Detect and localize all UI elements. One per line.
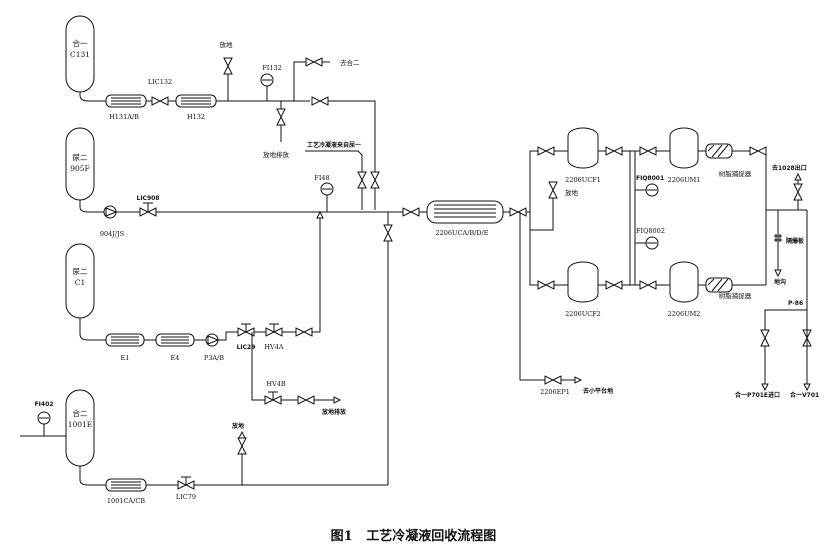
vessel-ucf1	[567, 127, 599, 169]
ucf2-label: 2206UCF2	[565, 310, 601, 318]
vessel-905f-line2: 905F	[70, 164, 90, 173]
vessel-c1-line1: 尿二	[73, 267, 88, 276]
exchanger-e4	[155, 333, 195, 347]
figure-number: 图1	[330, 529, 353, 544]
um2-label: 2206UM2	[668, 310, 701, 318]
vessel-c131: 合一 C131	[65, 15, 95, 93]
uca-label: 2206UCA/B/D/E	[436, 229, 489, 237]
to-p701e-label: 合一P701E进口	[735, 391, 780, 399]
vessel-905f-line1: 尿二	[73, 153, 88, 162]
hv4a-tag: HV4A	[264, 343, 283, 351]
p3a-label: P3A/B	[204, 354, 224, 362]
blind-label: 隔爆板	[786, 237, 805, 245]
vent-label-1: 放地	[220, 40, 234, 49]
vessel-c1-line2: C1	[75, 278, 86, 287]
vessel-1001e-line2: 1001E	[68, 420, 93, 429]
hv4b-tag: HV4B	[266, 380, 285, 388]
fi132-tag: FI132	[262, 64, 281, 72]
vessel-905f: 尿二 905F	[65, 127, 95, 201]
trench-label: 地沟	[774, 278, 786, 286]
to-v701-label: 合一V701	[790, 391, 819, 399]
fi48-tag: FI48	[314, 174, 329, 182]
vessel-c1: 尿二 C1	[65, 243, 95, 319]
vessel-c131-line1: 合一	[73, 38, 88, 48]
ep1-tag: 2206EP1	[540, 388, 570, 396]
vent-label-3: 放地	[565, 188, 579, 197]
vessel-um1	[669, 127, 699, 169]
exchanger-1001ca	[105, 478, 147, 492]
pump904-label: 904J/JS	[100, 230, 124, 238]
h131-label: H131A/B	[109, 113, 139, 121]
exchanger-e1	[105, 333, 145, 347]
lic908-tag: LIC908	[137, 195, 160, 202]
vessel-um2	[669, 261, 699, 303]
drain-label-2: 放地排放	[321, 408, 347, 416]
resin1-label: 树脂捕捉器	[719, 169, 752, 178]
pump-p3a	[205, 333, 220, 347]
vessel-ucf2	[567, 261, 599, 303]
resin2-label: 树脂捕捉器	[719, 291, 752, 300]
exchanger-uca	[426, 200, 504, 224]
exchanger-h132	[175, 94, 217, 108]
pump-904	[103, 205, 118, 219]
figure-title: 工艺冷凝液回收流程图	[366, 529, 497, 544]
to-he2-label: 去合二	[340, 58, 360, 67]
resin-catcher-1	[705, 143, 733, 159]
vent-label-2: 放地	[231, 422, 244, 430]
lic79-tag: LIC79	[176, 493, 196, 501]
vessel-1001e-line1: 合二	[73, 408, 88, 418]
to-1028-label: 去1028出口	[772, 164, 807, 172]
from-urea-label: 工艺冷凝液来自尿一	[307, 141, 361, 149]
vessel-1001e: 合二 1001E	[65, 389, 95, 467]
p86-tag: P-86	[788, 300, 803, 307]
drain-label-1: 放地排放	[263, 150, 290, 159]
lic132-tag: LIC132	[148, 78, 172, 86]
vessel-c131-line2: C131	[70, 50, 90, 59]
um1-label: 2206UM1	[668, 176, 701, 184]
lic29-tag: LIC29	[237, 344, 256, 351]
fi402-tag: FI402	[35, 401, 54, 408]
ca1001-label: 1001CA/CB	[107, 497, 145, 505]
fiq8001-tag: FIQ8001	[636, 175, 664, 182]
figure-caption: 图1 工艺冷凝液回收流程图	[0, 525, 827, 544]
fiq8002-tag: FIQ8002	[636, 227, 665, 235]
e4-label: E4	[171, 354, 180, 362]
ucf1-label: 2206UCF1	[565, 176, 601, 184]
valve-lic132	[151, 96, 169, 106]
to-sub-label: 去小平台地	[583, 387, 613, 395]
resin-catcher-2	[705, 277, 733, 293]
exchanger-h131	[105, 94, 147, 108]
h132-label: H132	[187, 113, 205, 121]
e1-label: E1	[121, 354, 130, 362]
